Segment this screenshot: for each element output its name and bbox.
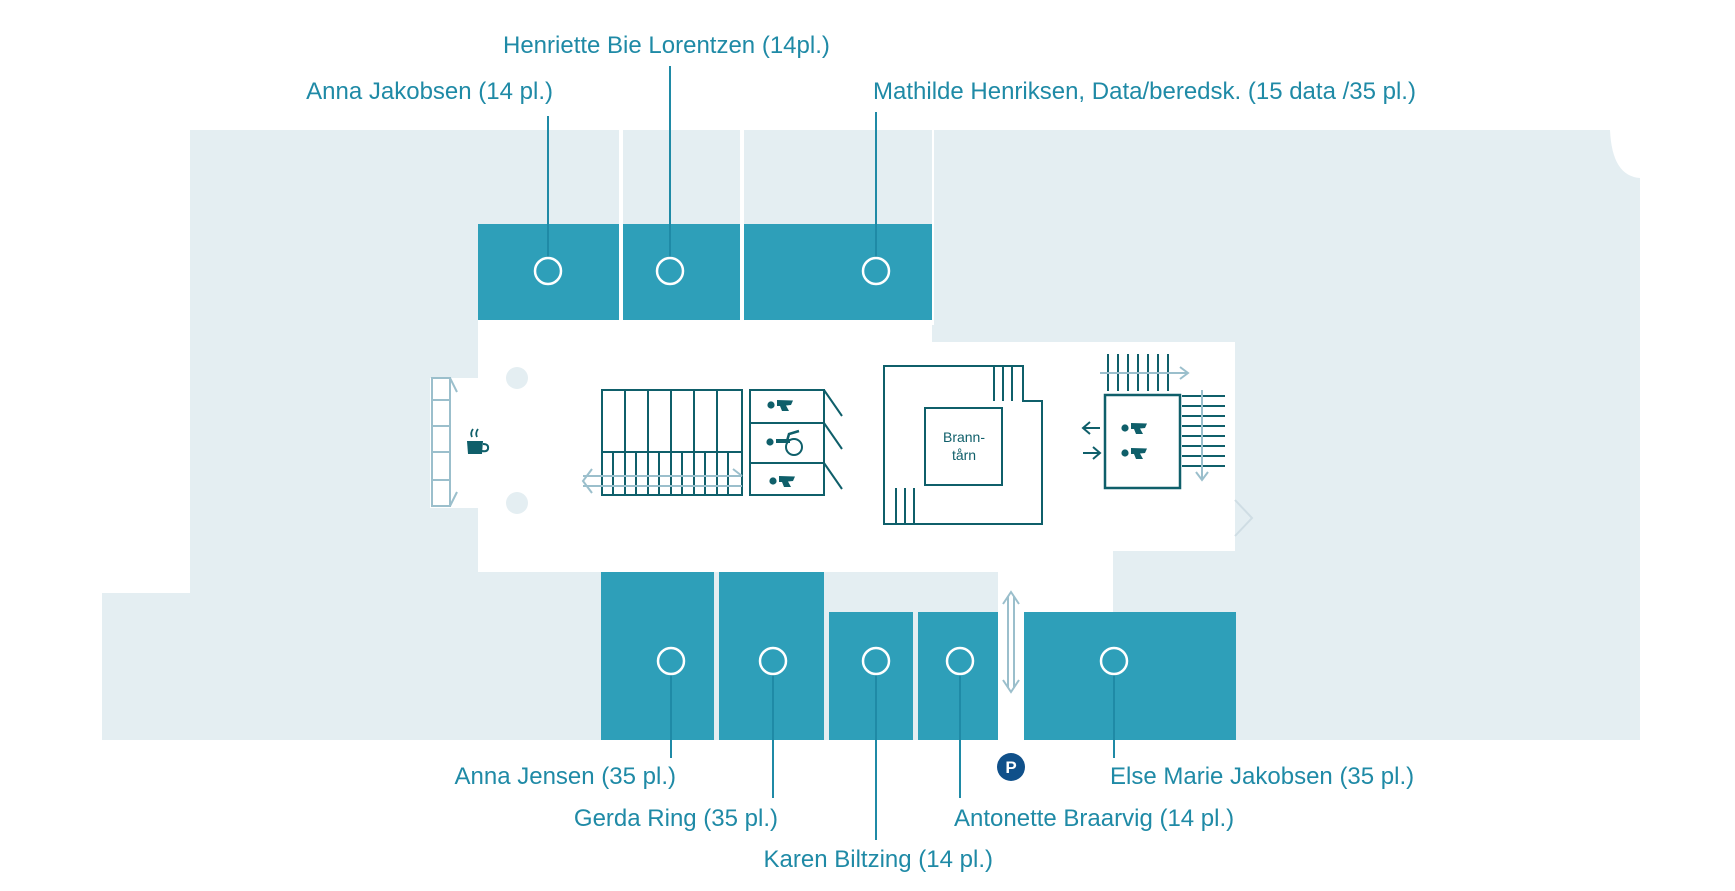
room-marker [758,646,788,676]
stairs-direction-arrow [581,468,743,494]
column [506,367,528,389]
room-else-marie-jakobsen[interactable] [1024,612,1236,740]
wheelchair-icon[interactable] [766,429,803,456]
room-antonette-braarvig[interactable] [918,612,998,740]
room-marker [656,646,686,676]
room-anna-jensen[interactable] [601,572,714,740]
room-marker [533,256,563,286]
room-marker [655,256,685,286]
room-marker [861,646,891,676]
toilet-block [749,389,843,496]
label-karen-biltzing[interactable]: Karen Biltzing (14 pl.) [764,846,993,873]
coffee-cup-icon [467,428,490,454]
right-chevron-mark [1234,499,1254,537]
room-markers [533,256,1129,676]
room-marker [945,646,975,676]
room-divider [932,130,934,325]
passage-arrow [1002,590,1020,694]
column [506,492,528,514]
room-karen-biltzing[interactable] [829,612,913,740]
elevator-icon[interactable] [1103,393,1182,490]
label-henriette-bie-lorentzen[interactable]: Henriette Bie Lorentzen (14pl.) [503,32,830,59]
entrance-window [431,377,458,507]
label-anna-jakobsen[interactable]: Anna Jakobsen (14 pl.) [306,78,553,105]
parking-icon[interactable]: P [997,753,1025,781]
room-divider [740,130,744,320]
fire-tower-label-line2: tårn [952,447,976,463]
fire-tower-label-line1: Brann- [943,429,985,445]
stairs-direction-arrow [1100,366,1209,482]
fire-tower [883,365,1043,525]
label-anna-jensen[interactable]: Anna Jensen (35 pl.) [455,763,676,790]
elevator-arrows [1081,421,1102,460]
room-divider [619,130,623,320]
label-mathilde-henriksen[interactable]: Mathilde Henriksen, Data/beredsk. (15 da… [873,78,1416,105]
label-antonette-braarvig[interactable]: Antonette Braarvig (14 pl.) [954,805,1234,832]
stairs-icon[interactable] [601,389,743,496]
room-mathilde-henriksen[interactable] [744,224,932,320]
label-gerda-ring[interactable]: Gerda Ring (35 pl.) [574,805,778,832]
leader-lines [547,66,1115,840]
corridor [478,320,1235,572]
label-else-marie-jakobsen[interactable]: Else Marie Jakobsen (35 pl.) [1110,763,1414,790]
corridor [998,570,1024,740]
room-marker [1099,646,1129,676]
parking-label: P [1005,758,1016,777]
room-marker [861,256,891,286]
